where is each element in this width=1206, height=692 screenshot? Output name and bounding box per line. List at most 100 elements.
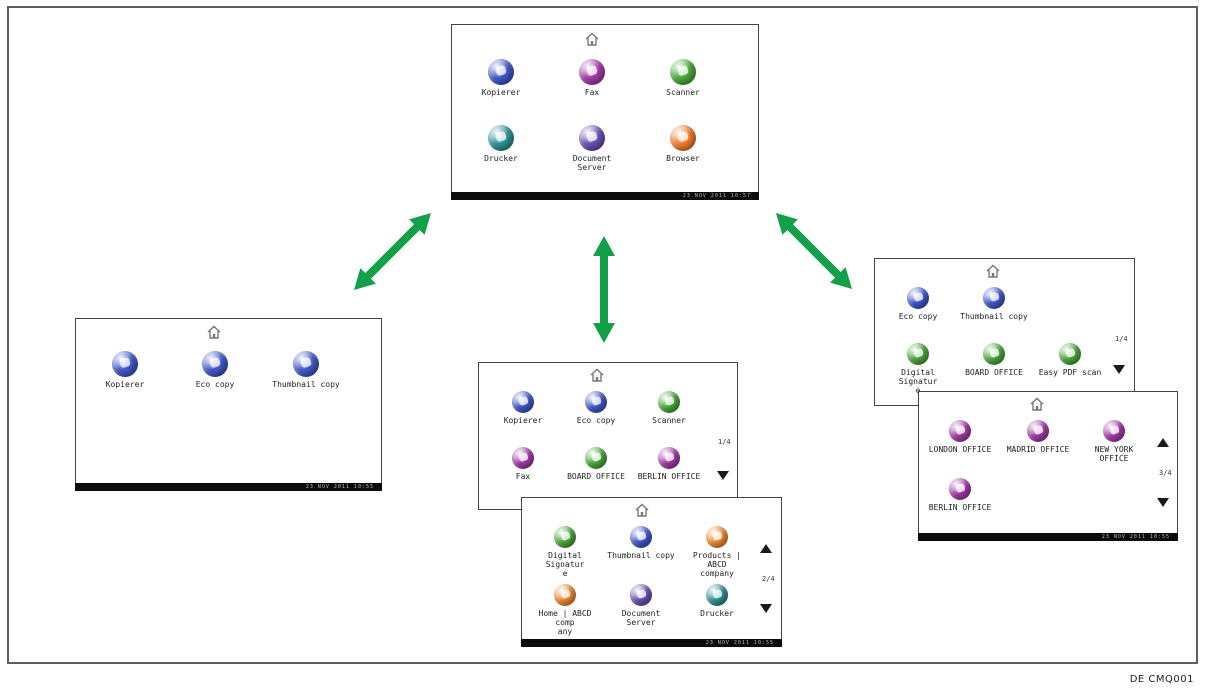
page-indicator: 3/4 <box>1159 469 1172 477</box>
double-arrow-right <box>776 213 852 289</box>
status-bar: 23 NOV 2011 10:55 <box>75 483 382 491</box>
app-label: LONDON OFFICE <box>928 445 992 454</box>
app-tile[interactable]: Kopierer <box>90 351 160 389</box>
thumbnail-copy-icon <box>293 351 319 377</box>
app-tile[interactable]: Kopierer <box>466 59 536 97</box>
digital-signature-icon <box>554 526 576 548</box>
thumbnail-copy-icon <box>630 526 652 548</box>
scroll-down-icon[interactable] <box>717 471 729 480</box>
copier-icon <box>512 391 534 413</box>
app-label: Digital Signatur e <box>898 368 938 395</box>
home-icon <box>584 31 600 47</box>
app-label: BOARD OFFICE <box>965 368 1023 377</box>
app-tile[interactable]: Kopierer <box>488 391 558 425</box>
screen-top: Kopierer Fax Scanner Drucker Document Se… <box>451 24 759 200</box>
fax-icon <box>512 447 534 469</box>
app-tile[interactable]: Document Server <box>606 584 676 627</box>
double-arrow-center <box>593 236 615 343</box>
app-tile[interactable]: Eco copy <box>883 287 953 321</box>
app-tile[interactable]: Document Server <box>557 125 627 172</box>
app-label: Drucker <box>700 609 734 618</box>
app-tile[interactable]: Products | ABCD company <box>682 526 752 578</box>
madrid-office-icon <box>1027 420 1049 442</box>
app-tile[interactable]: Thumbnail copy <box>606 526 676 560</box>
app-tile[interactable]: NEW YORK OFFICE <box>1079 420 1149 463</box>
app-label: Kopierer <box>503 416 543 425</box>
products-icon <box>706 526 728 548</box>
document-server-icon <box>630 584 652 606</box>
scroll-up-icon[interactable] <box>760 544 772 553</box>
app-tile[interactable]: Thumbnail copy <box>959 287 1029 321</box>
app-tile[interactable]: Scanner <box>648 59 718 97</box>
scanner-icon <box>670 59 696 85</box>
app-tile[interactable]: Fax <box>488 447 558 481</box>
app-label: NEW YORK OFFICE <box>1094 445 1134 463</box>
app-tile[interactable]: BOARD OFFICE <box>959 343 1029 377</box>
app-tile[interactable]: Browser <box>648 125 718 163</box>
copier-icon <box>112 351 138 377</box>
fax-icon <box>579 59 605 85</box>
app-tile[interactable]: Drucker <box>682 584 752 618</box>
status-text: 23 NOV 2011 10:55 <box>1101 534 1170 540</box>
copier-icon <box>488 59 514 85</box>
app-tile[interactable]: Thumbnail copy <box>266 351 346 389</box>
scroll-down-icon[interactable] <box>760 604 772 613</box>
status-text: 23 NOV 2011 10:57 <box>682 193 751 199</box>
app-tile[interactable]: Digital Signatur e <box>883 343 953 395</box>
app-label: Document Server <box>572 154 612 172</box>
document-server-icon <box>579 125 605 151</box>
digital-signature-icon <box>907 343 929 365</box>
app-label: Easy PDF scan <box>1038 368 1102 377</box>
eco-copy-icon <box>202 351 228 377</box>
app-label: BOARD OFFICE <box>567 472 625 481</box>
home-icon <box>206 324 222 340</box>
app-label: Document Server <box>621 609 661 627</box>
app-tile[interactable]: BERLIN OFFICE <box>634 447 704 481</box>
app-label: Browser <box>666 154 700 163</box>
app-tile[interactable]: Drucker <box>466 125 536 163</box>
app-tile[interactable]: MADRID OFFICE <box>1003 420 1073 454</box>
figure-code: DE CMQ001 <box>1129 674 1194 685</box>
app-tile[interactable]: Fax <box>557 59 627 97</box>
screen-right-back: Eco copy Thumbnail copy Digital Signatur… <box>874 258 1135 406</box>
screen-left: Kopierer Eco copy Thumbnail copy 23 NOV … <box>75 318 382 491</box>
app-tile[interactable]: Digital Signatur e <box>530 526 600 578</box>
page-indicator: 1/4 <box>718 438 731 446</box>
app-label: MADRID OFFICE <box>1006 445 1070 454</box>
scroll-down-icon[interactable] <box>1157 498 1169 507</box>
status-text: 23 NOV 2011 10:55 <box>705 640 774 646</box>
london-office-icon <box>949 420 971 442</box>
board-office-icon <box>983 343 1005 365</box>
home-icon <box>1029 396 1045 412</box>
app-label: Eco copy <box>576 416 616 425</box>
eco-copy-icon <box>585 391 607 413</box>
scroll-up-icon[interactable] <box>1157 438 1169 447</box>
app-tile[interactable]: Eco copy <box>561 391 631 425</box>
app-tile[interactable]: Easy PDF scan <box>1035 343 1105 377</box>
app-label: Home | ABCD comp any <box>538 609 592 636</box>
app-tile[interactable]: BOARD OFFICE <box>561 447 631 481</box>
app-tile[interactable]: Scanner <box>634 391 704 425</box>
app-tile[interactable]: LONDON OFFICE <box>925 420 995 454</box>
app-label: Digital Signatur e <box>545 551 585 578</box>
berlin-office-icon <box>949 478 971 500</box>
app-tile[interactable]: Home | ABCD comp any <box>530 584 600 636</box>
status-text: 23 NOV 2011 10:55 <box>305 484 374 490</box>
status-bar: 23 NOV 2011 10:55 <box>918 533 1178 541</box>
double-arrow-left <box>354 213 431 290</box>
app-tile[interactable]: BERLIN OFFICE <box>925 478 995 512</box>
board-office-icon <box>585 447 607 469</box>
app-label: Thumbnail copy <box>960 312 1028 321</box>
app-label: Eco copy <box>195 380 235 389</box>
app-label: BERLIN OFFICE <box>928 503 992 512</box>
app-label: Fax <box>584 88 600 97</box>
berlin-office-icon <box>658 447 680 469</box>
browser-icon <box>670 125 696 151</box>
app-tile[interactable]: Eco copy <box>180 351 250 389</box>
app-label: Scanner <box>652 416 686 425</box>
app-label: Kopierer <box>481 88 521 97</box>
scroll-down-icon[interactable] <box>1113 365 1125 374</box>
screen-center-back: Kopierer Eco copy Scanner Fax BOARD OFFI… <box>478 362 738 510</box>
printer-icon <box>488 125 514 151</box>
